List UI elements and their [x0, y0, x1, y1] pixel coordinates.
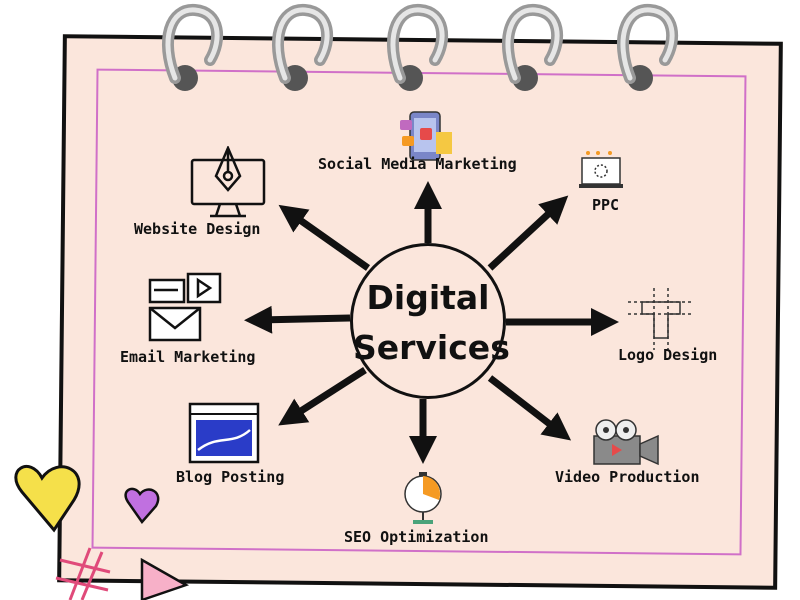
ring-icon	[271, 4, 333, 91]
yellow-heart-icon	[14, 465, 81, 533]
ring-icon	[501, 4, 563, 91]
email-icon	[148, 272, 222, 342]
pen-tool-monitor-icon	[190, 146, 266, 218]
arrow-email	[244, 305, 351, 334]
stopwatch-icon	[404, 472, 442, 524]
center-circle: Digital Services	[350, 243, 510, 399]
ring-icon	[161, 4, 223, 91]
label-seo-optimization: SEO Optimization	[344, 528, 489, 546]
label-ppc: PPC	[592, 196, 620, 214]
ring-icon	[616, 4, 678, 91]
video-camera-icon	[593, 419, 659, 466]
social-media-icon	[400, 111, 452, 161]
center-title-line1: Digital	[366, 278, 490, 317]
label-logo-design: Logo Design	[618, 346, 718, 364]
label-email-marketing: Email Marketing	[120, 348, 256, 366]
arrow-website	[278, 204, 371, 271]
ring-icon	[386, 4, 448, 91]
logo-design-icon	[628, 288, 694, 350]
label-video-production: Video Production	[555, 468, 700, 486]
triangle-icon	[140, 557, 190, 600]
arrow-video-production	[487, 375, 572, 441]
blog-browser-icon	[188, 402, 260, 464]
purple-heart-icon	[124, 487, 160, 525]
crosshatch-icon	[55, 547, 111, 600]
arrow-ppc	[487, 195, 569, 271]
ppc-icon	[579, 151, 623, 188]
label-social-media-marketing: Social Media Marketing	[318, 155, 517, 173]
arrow-blog	[278, 367, 367, 426]
label-website-design: Website Design	[134, 220, 261, 238]
label-blog-posting: Blog Posting	[176, 468, 285, 486]
center-title-line2: Services	[353, 328, 510, 367]
